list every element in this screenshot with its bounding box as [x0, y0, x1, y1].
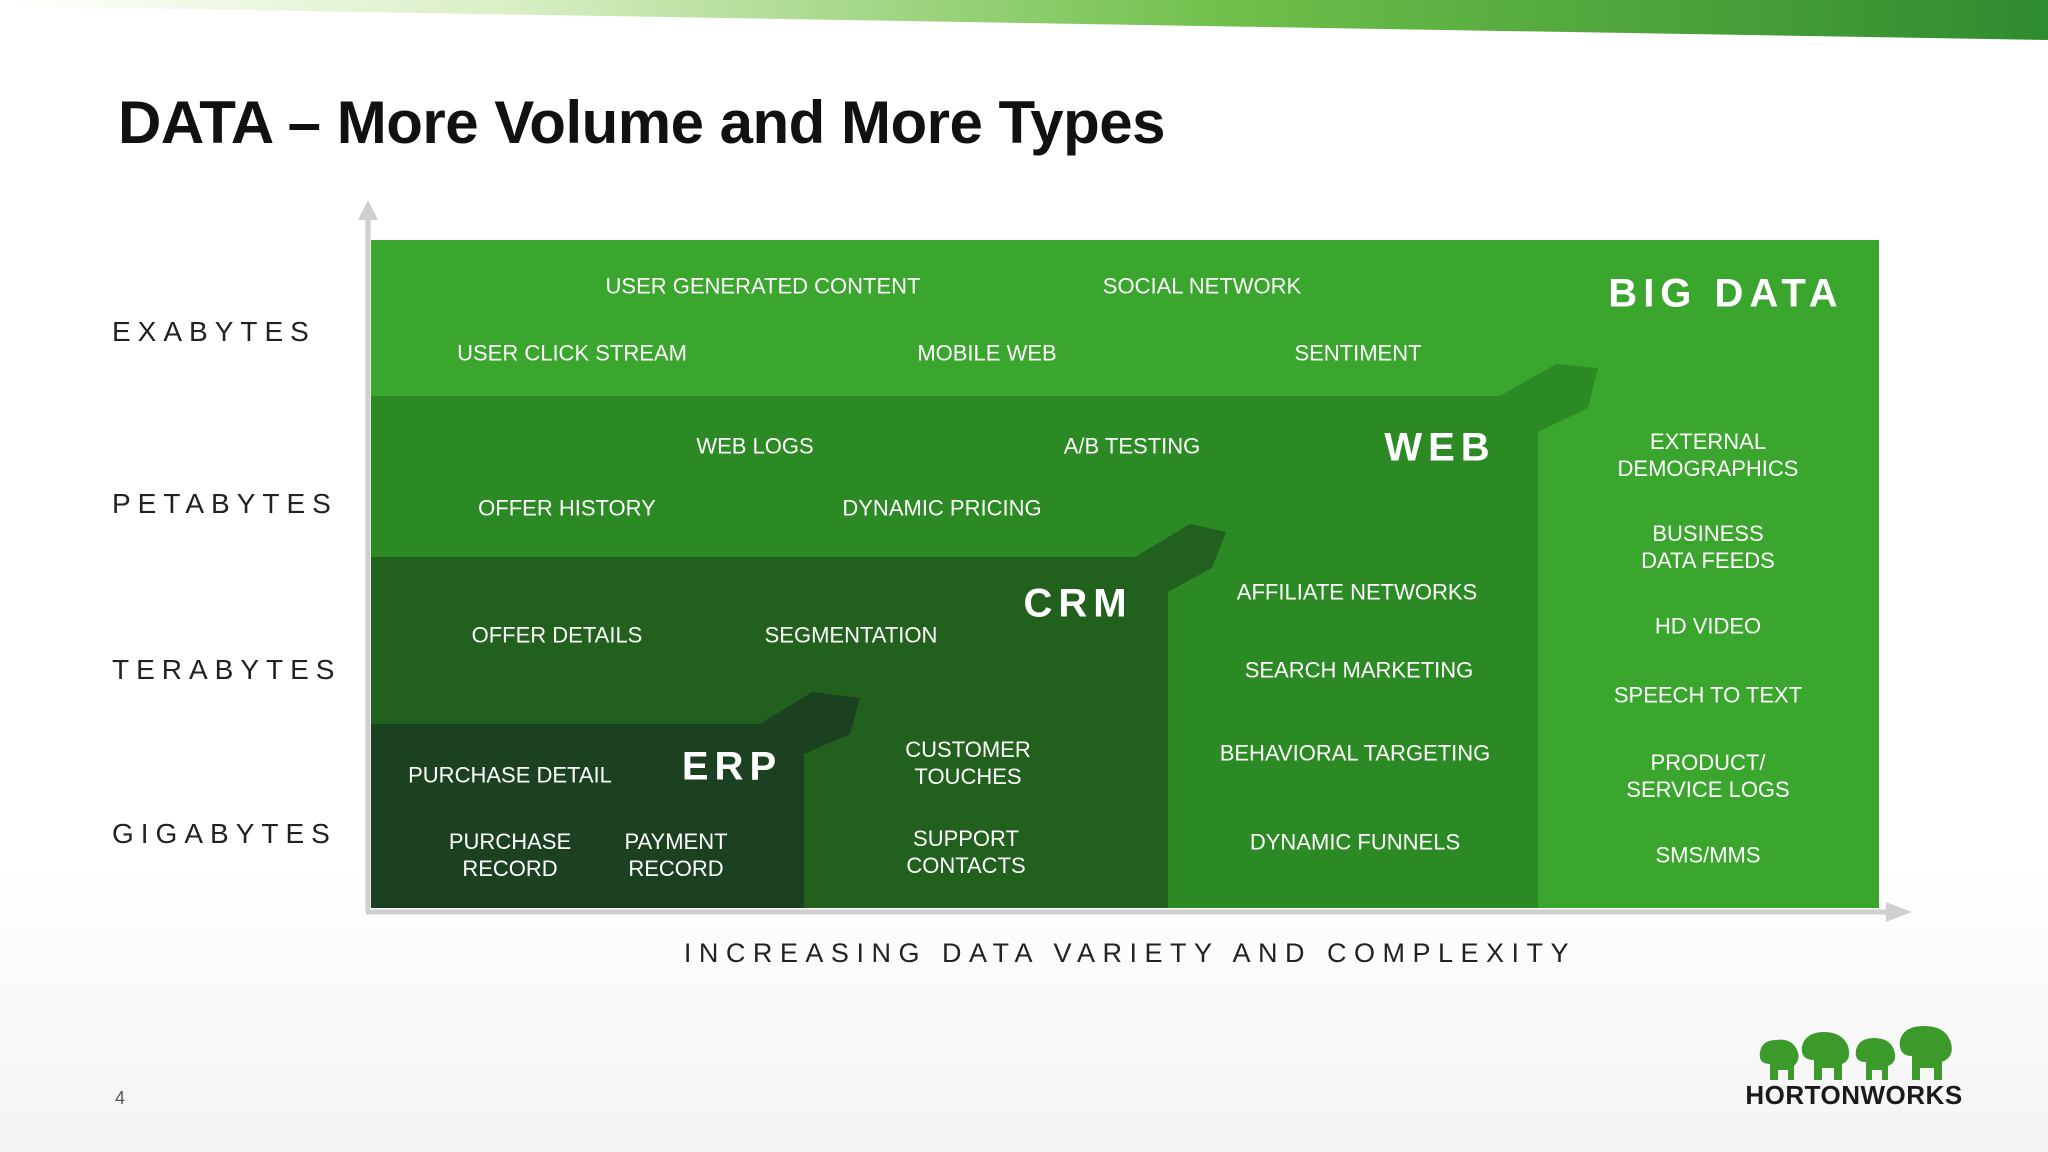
- tier-label-crm: CRM: [1023, 581, 1133, 626]
- logo-wordmark: HORTONWORKS: [1745, 1080, 1963, 1110]
- x-axis-title: INCREASING DATA VARIETY AND COMPLEXITY: [683, 938, 1577, 968]
- item-mobile-web: MOBILE WEB: [917, 340, 1057, 366]
- item-search-marketing: SEARCH MARKETING: [1244, 657, 1474, 683]
- x-axis-arrow: [1886, 902, 1912, 922]
- item-user-click-stream: USER CLICK STREAM: [457, 340, 687, 366]
- item-hd-video: HD VIDEO: [1654, 613, 1762, 639]
- top-accent-band: [0, 0, 2048, 40]
- y-level-gigabytes: GIGABYTES: [112, 818, 337, 849]
- y-level-terabytes: TERABYTES: [112, 654, 342, 685]
- tier-label-big-data: BIG DATA: [1608, 271, 1844, 316]
- hortonworks-logo: HORTONWORKS: [1742, 1024, 1966, 1124]
- item-product-service-logs: PRODUCT/ SERVICE LOGS: [1626, 750, 1790, 802]
- item-support-contacts: SUPPORT CONTACTS: [906, 826, 1026, 878]
- item-purchase-detail: PURCHASE DETAIL: [408, 762, 612, 788]
- item-dynamic-funnels: DYNAMIC FUNNELS: [1249, 829, 1461, 855]
- item-sentiment: SENTIMENT: [1294, 340, 1422, 366]
- item-business-data-feeds: BUSINESS DATA FEEDS: [1641, 521, 1775, 573]
- tier-label-erp: ERP: [681, 744, 783, 789]
- item-user-generated-content: USER GENERATED CONTENT: [605, 273, 921, 299]
- item-affiliate-networks: AFFILIATE NETWORKS: [1236, 579, 1478, 605]
- item-behavioral-targeting: BEHAVIORAL TARGETING: [1219, 740, 1491, 766]
- item-web-logs: WEB LOGS: [696, 433, 814, 459]
- item-offer-history: OFFER HISTORY: [478, 495, 656, 521]
- item-ab-testing: A/B TESTING: [1063, 433, 1201, 459]
- elephant-herd-icon: [1759, 1026, 1952, 1080]
- y-level-exabytes: EXABYTES: [112, 316, 316, 347]
- tier-erp-region: [371, 692, 860, 908]
- item-payment-record: PAYMENT RECORD: [624, 829, 728, 881]
- slide-title: DATA – More Volume and More Types: [118, 89, 1165, 156]
- y-level-petabytes: PETABYTES: [112, 488, 338, 519]
- item-customer-touches: CUSTOMER TOUCHES: [905, 737, 1031, 789]
- item-sms-mms: SMS/MMS: [1655, 842, 1761, 868]
- item-segmentation: SEGMENTATION: [764, 622, 938, 648]
- item-speech-to-text: SPEECH TO TEXT: [1613, 682, 1803, 708]
- y-axis-arrow: [358, 200, 378, 220]
- tier-label-web: WEB: [1384, 425, 1496, 470]
- item-dynamic-pricing: DYNAMIC PRICING: [842, 495, 1042, 521]
- page-number: 4: [115, 1088, 126, 1108]
- item-offer-details: OFFER DETAILS: [471, 622, 643, 648]
- item-purchase-record: PURCHASE RECORD: [448, 829, 572, 881]
- item-social-network: SOCIAL NETWORK: [1102, 273, 1302, 299]
- item-external-demographics: EXTERNAL DEMOGRAPHICS: [1617, 429, 1799, 481]
